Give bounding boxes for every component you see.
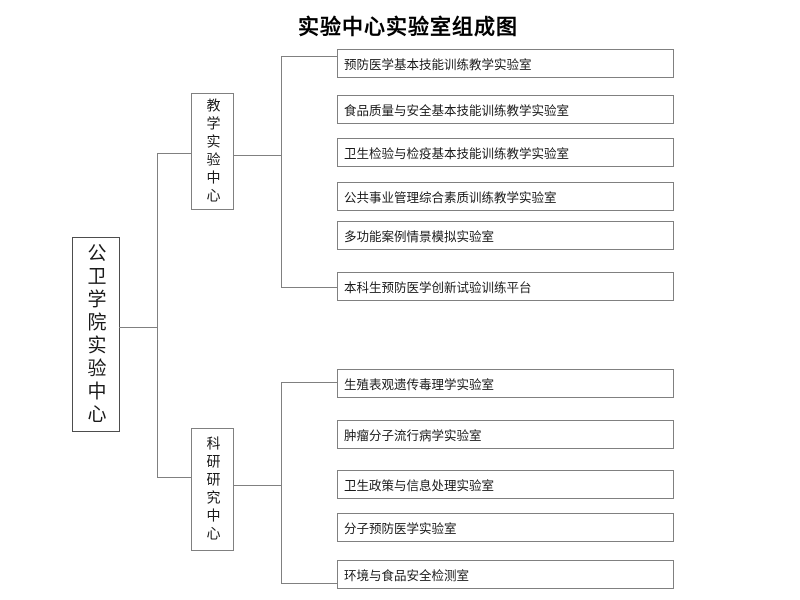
connector-line [157, 153, 191, 154]
connector-line [157, 153, 158, 478]
lab-label: 本科生预防医学创新试验训练平台 [344, 280, 532, 295]
connector-line [281, 56, 282, 288]
connector-line [234, 155, 281, 156]
lab-box-teaching-2: 食品质量与安全基本技能训练教学实验室 [337, 95, 674, 124]
lab-label: 预防医学基本技能训练教学实验室 [344, 57, 532, 72]
lab-label: 公共事业管理综合素质训练教学实验室 [344, 190, 557, 205]
lab-label: 卫生政策与信息处理实验室 [344, 478, 495, 493]
connector-line [281, 382, 282, 584]
connector-line [234, 485, 281, 486]
lab-box-teaching-5: 多功能案例情景模拟实验室 [337, 221, 674, 250]
branch-box-teaching: 教学实验中心 [191, 93, 234, 210]
lab-label: 肿瘤分子流行病学实验室 [344, 428, 482, 443]
connector-line [281, 56, 337, 57]
connector-line [281, 287, 337, 288]
lab-box-research-2: 肿瘤分子流行病学实验室 [337, 420, 674, 449]
root-box-center: 公卫学院实验中心 [72, 237, 120, 432]
connector-line [281, 382, 337, 383]
lab-label: 环境与食品安全检测室 [344, 568, 470, 583]
lab-label: 生殖表观遗传毒理学实验室 [344, 377, 495, 392]
lab-label: 多功能案例情景模拟实验室 [344, 229, 495, 244]
lab-box-teaching-1: 预防医学基本技能训练教学实验室 [337, 49, 674, 78]
lab-label: 食品质量与安全基本技能训练教学实验室 [344, 103, 570, 118]
connector-line [157, 477, 191, 478]
diagram-title: 实验中心实验室组成图 [298, 14, 518, 39]
lab-box-research-3: 卫生政策与信息处理实验室 [337, 470, 674, 499]
connector-line [281, 583, 337, 584]
branch-teaching-label: 教学实验中心 [204, 97, 221, 206]
branch-research-label: 科研研究中心 [204, 435, 221, 544]
lab-box-teaching-3: 卫生检验与检疫基本技能训练教学实验室 [337, 138, 674, 167]
lab-box-research-1: 生殖表观遗传毒理学实验室 [337, 369, 674, 398]
root-box-label: 公卫学院实验中心 [84, 242, 107, 427]
lab-label: 卫生检验与检疫基本技能训练教学实验室 [344, 146, 570, 161]
branch-box-research: 科研研究中心 [191, 428, 234, 551]
lab-label: 分子预防医学实验室 [344, 521, 457, 536]
lab-box-research-5: 环境与食品安全检测室 [337, 560, 674, 589]
connector-line [119, 327, 157, 328]
lab-box-teaching-4: 公共事业管理综合素质训练教学实验室 [337, 182, 674, 211]
lab-box-research-4: 分子预防医学实验室 [337, 513, 674, 542]
lab-box-teaching-6: 本科生预防医学创新试验训练平台 [337, 272, 674, 301]
